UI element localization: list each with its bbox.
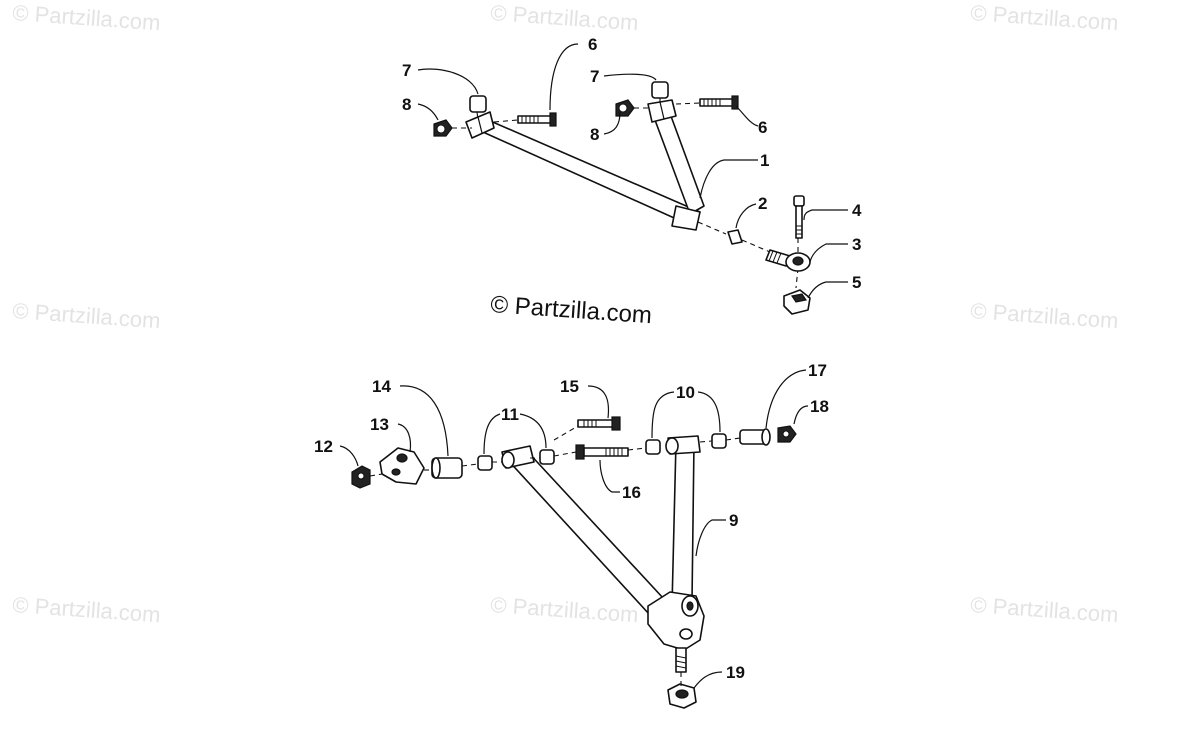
callout-5: 5 [852,273,861,292]
callout-16: 16 [622,483,641,502]
part-18-nut [777,425,797,443]
part-7-bushing-right [651,81,669,99]
part-2-set-screw [727,229,743,245]
part-10-bushing-right [711,433,727,449]
part-19-nut [667,683,697,709]
callout-18: 18 [810,397,829,416]
watermark-bottom-center: © Partzilla.com [490,592,640,627]
callout-1: 1 [760,151,769,170]
part-17-sleeve [739,428,771,446]
part-1-upper-a-arm [465,99,705,231]
callout-6-left: 6 [588,35,597,54]
watermark-top-center: © Partzilla.com [490,0,640,35]
part-4-bolt [793,195,805,239]
part-8-nut-left [433,119,453,137]
part-9-lower-a-arm [501,435,705,673]
callout-11: 11 [501,405,519,424]
callout-17: 17 [808,361,827,380]
callout-8-left: 8 [402,95,411,114]
callout-9: 9 [729,511,738,530]
watermark-top-right: © Partzilla.com [970,0,1120,35]
watermark-bottom-right: © Partzilla.com [970,592,1120,627]
lower-a-arm-assembly [351,416,797,709]
part-15-bolt [577,416,621,431]
watermarks: © Partzilla.com © Partzilla.com © Partzi… [12,0,1120,627]
upper-a-arm-assembly [433,81,811,315]
part-13-bracket [379,447,425,485]
part-7-bushing-left [469,95,487,113]
watermark-mid-right: © Partzilla.com [970,298,1120,333]
callout-13: 13 [370,415,389,434]
part-11-bushing-right [539,449,555,465]
callout-14: 14 [372,377,391,396]
watermark-mid-left: © Partzilla.com [12,298,162,333]
watermark-top-left: © Partzilla.com [12,0,162,35]
part-16-bolt [575,444,629,460]
watermark-center: © Partzilla.com [490,291,653,329]
callout-7-right: 7 [590,67,599,86]
part-6-bolt-right [699,95,739,110]
part-14-sleeve [431,457,463,479]
part-5-nut [783,289,811,315]
callout-4: 4 [852,201,862,220]
leader-lines [339,43,848,689]
callout-labels: 7 8 6 7 8 6 1 2 4 3 5 14 13 12 11 15 16 … [314,35,862,682]
part-3-tie-rod-end [765,249,811,272]
part-6-bolt-left [517,112,557,127]
callout-10: 10 [676,383,695,402]
part-8-nut-right [615,99,635,117]
watermark-bottom-left: © Partzilla.com [12,592,162,627]
part-12-nut [351,465,371,489]
callout-7-left: 7 [402,61,411,80]
callout-19: 19 [726,663,745,682]
callout-15: 15 [560,377,579,396]
callout-3: 3 [852,235,861,254]
callout-2: 2 [758,194,767,213]
part-10-bushing-left [645,439,661,455]
part-11-bushing-left [477,455,493,471]
callout-6-right: 6 [758,118,767,137]
callout-8-right: 8 [590,125,599,144]
callout-12: 12 [314,437,333,456]
